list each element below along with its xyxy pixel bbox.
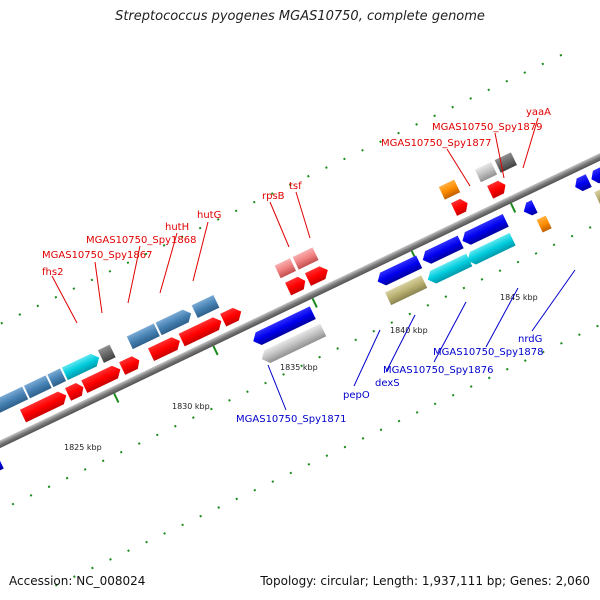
gene-label-spy1879: MGAS10750_Spy1879 — [432, 122, 542, 133]
feature-box — [191, 294, 220, 318]
gene-label-pepo: pepO — [343, 390, 370, 401]
gene-label-tsf: tsf — [289, 181, 302, 192]
feature-box — [467, 232, 516, 265]
leader-line — [494, 132, 505, 179]
leader-line — [446, 148, 471, 187]
gene-label-fhs2: fhs2 — [42, 267, 63, 278]
forward-leader-lines — [51, 117, 539, 324]
feature-box — [494, 152, 517, 173]
leader-line — [485, 287, 519, 348]
feature-box — [261, 323, 327, 364]
tick-label: 1845 kbp — [500, 293, 538, 302]
tick-label: 1825 kbp — [64, 443, 102, 452]
leader-line — [269, 201, 290, 248]
gene-label-spy1868: MGAS10750_Spy1868 — [86, 235, 196, 246]
feature-box — [126, 323, 160, 350]
genome-summary: Topology: circular; Length: 1,937,111 bp… — [260, 574, 590, 588]
map-title: Streptococcus pyogenes MGAS10750, comple… — [115, 9, 485, 24]
gene-arrow — [65, 382, 84, 401]
gene-label-dexs: dexS — [375, 378, 400, 389]
feature-box — [474, 161, 498, 183]
leader-line — [385, 314, 416, 373]
gene-arrow — [487, 180, 506, 199]
leader-line — [433, 301, 467, 363]
feature-box — [155, 309, 192, 336]
gene-label-spy1871: MGAS10750_Spy1871 — [236, 414, 346, 425]
feature-box — [0, 386, 29, 414]
gene-arrow — [178, 317, 222, 347]
gene-arrow — [148, 337, 180, 362]
reverse-cds-row — [0, 164, 600, 485]
feature-box — [594, 185, 600, 205]
gene-arrow — [377, 255, 423, 286]
forward-cds-row — [19, 180, 506, 423]
gene-label-hutg: hutG — [197, 210, 221, 221]
gene-arrow — [451, 198, 468, 216]
leader-line — [94, 261, 103, 314]
reverse-gene-labels: MGAS10750_Spy1871 pepO dexS MGAS10750_Sp… — [236, 334, 543, 425]
gene-label-spy1878: MGAS10750_Spy1878 — [433, 347, 543, 358]
feature-box — [47, 368, 67, 388]
leader-line — [353, 329, 381, 387]
gene-label-rpsb: rpsB — [262, 191, 285, 202]
gene-arrow — [220, 307, 242, 327]
gene-arrow — [591, 164, 600, 184]
feature-box — [97, 344, 116, 363]
gene-arrow — [81, 365, 121, 394]
gene-arrow — [304, 266, 328, 286]
gene-arrow — [575, 174, 592, 192]
tick-mark — [212, 345, 219, 356]
tick-mark — [311, 297, 318, 308]
tick-label: 1835 kbp — [280, 363, 318, 372]
leader-line — [295, 191, 311, 239]
gene-arrow — [19, 391, 67, 423]
forward-gene-labels: fhs2 MGAS10750_Spy1867 MGAS10750_Spy1868… — [42, 107, 551, 278]
gene-arrow — [422, 235, 464, 264]
reverse-feature-row — [261, 185, 600, 364]
gene-arrow — [462, 213, 509, 245]
gene-label-spy1876: MGAS10750_Spy1876 — [383, 365, 493, 376]
feature-box — [292, 247, 319, 270]
tick-labels: 1825 kbp 1830 kbp 1835 kbp 1840 kbp 1845… — [64, 293, 538, 452]
scale-ticks — [113, 202, 517, 403]
outer-dotted-ring — [0, 46, 579, 360]
forward-feature-row — [0, 152, 517, 414]
map-track-group — [0, 46, 600, 594]
gene-arrow — [119, 356, 140, 375]
gene-label-huth: hutH — [165, 222, 189, 233]
leader-line — [159, 232, 178, 294]
gene-arrow — [0, 455, 4, 485]
leader-line — [192, 221, 209, 282]
gene-label-spy1877: MGAS10750_Spy1877 — [381, 138, 491, 149]
gene-arrow — [285, 276, 306, 296]
tick-label: 1840 kbp — [390, 326, 428, 335]
genome-backbone — [0, 133, 600, 468]
feature-box — [23, 375, 52, 399]
feature-box — [536, 215, 552, 233]
leader-line — [127, 245, 141, 304]
accession-label: Accession: NC_008024 — [9, 574, 146, 588]
leader-line — [267, 364, 287, 411]
gene-arrow — [523, 200, 538, 216]
gene-label-yaaa: yaaA — [526, 107, 551, 118]
gene-label-spy1867: MGAS10750_Spy1867 — [42, 250, 152, 261]
tick-label: 1830 kbp — [172, 402, 210, 411]
tick-mark — [113, 393, 120, 403]
feature-box — [385, 275, 428, 306]
feature-box — [61, 353, 100, 381]
leader-line — [522, 117, 539, 169]
leader-line — [531, 269, 576, 332]
feature-box — [274, 258, 297, 279]
feature-box — [427, 253, 473, 284]
tick-mark — [510, 202, 517, 213]
gene-label-nrdg: nrdG — [518, 334, 542, 345]
leader-line — [51, 275, 78, 324]
feature-box — [438, 179, 461, 200]
gene-arrow — [253, 306, 316, 345]
reverse-leader-lines — [267, 269, 576, 411]
